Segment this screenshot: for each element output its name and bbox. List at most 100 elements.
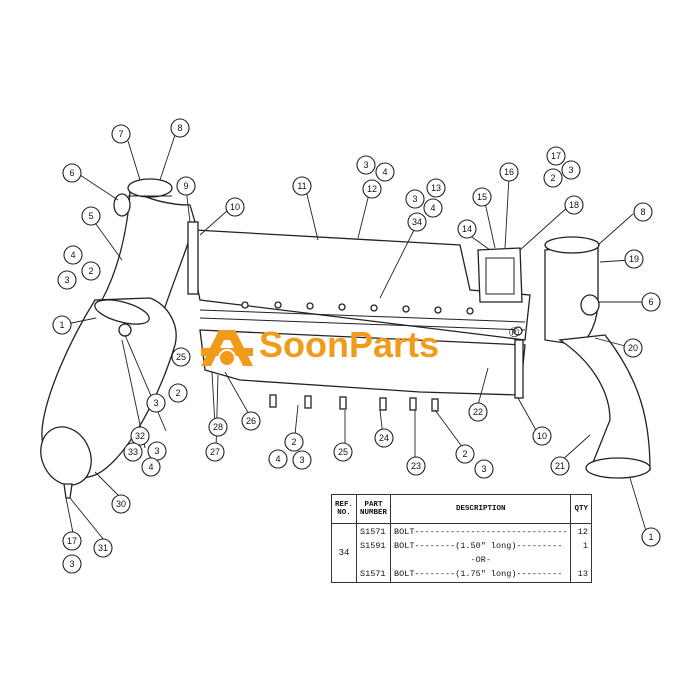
callout-19: 19 [624,249,644,269]
air-cleaner-top-clamp [94,299,150,325]
callout-2: 2 [284,432,304,452]
callout-4: 4 [375,162,395,182]
callout-label: 21 [555,461,565,471]
callout-label: 4 [430,203,435,213]
parts-table-header: REF. NO. PART NUMBER DESCRIPTION QTY [330,494,592,524]
callout-2: 2 [81,261,101,281]
callout-3: 3 [62,554,82,574]
callout-2: 2 [168,383,188,403]
right-mount-bracket [514,339,524,399]
callout-28: 28 [208,417,228,437]
callout-label: 33 [128,447,138,457]
callout-label: 6 [648,297,653,307]
callout-10: 10 [225,197,245,217]
callout-label: 3 [64,275,69,285]
callout-label: 6 [69,168,74,178]
callout-20: 20 [623,338,643,358]
description: BOLT--------(1.50" long)--------- [394,541,563,551]
callout-12: 12 [362,179,382,199]
callout-3: 3 [146,393,166,413]
callout-label: 10 [230,202,240,212]
callout-label: 22 [473,407,483,417]
callout-8: 8 [633,202,653,222]
callout-1: 1 [52,315,72,335]
callout-2: 2 [455,444,475,464]
logo-text: SoonParts [259,324,440,365]
left-mount-bracket [187,221,199,295]
callout-label: 31 [98,543,108,553]
callout-label: 8 [177,123,182,133]
callout-label: 13 [431,183,441,193]
qty [574,553,588,567]
right-outlet-assembly [477,236,651,479]
part-number-cell: S1571 S1591 S1571 [356,523,392,583]
callout-3: 3 [147,441,167,461]
bottom-bolts [269,394,439,412]
description: -OR- [470,555,491,565]
callout-label: 18 [569,200,579,210]
registered-mark: ® [509,324,520,340]
callout-label: 25 [176,352,186,362]
callout-label: 4 [275,454,280,464]
callout-25: 25 [333,442,353,462]
callout-15: 15 [472,187,492,207]
callout-label: 20 [628,343,638,353]
callout-label: 1 [648,532,653,542]
callout-9: 9 [176,176,196,196]
table-row: 34 S1571 S1591 S1571 BOLT---------------… [330,523,592,583]
description: BOLT--------(1.75" long)--------- [394,569,563,579]
part-number: S1571 [360,527,386,537]
cooler-housing [187,221,531,412]
callout-3: 3 [57,270,77,290]
callout-10: 10 [532,426,552,446]
callout-17: 17 [546,146,566,166]
callout-label: 9 [183,181,188,191]
callout-1: 1 [641,527,661,547]
left-intake-assembly [40,178,196,499]
callout-18: 18 [564,195,584,215]
callout-label: 3 [153,398,158,408]
callout-34: 34 [407,212,427,232]
callout-label: 27 [210,447,220,457]
callout-label: 23 [411,461,421,471]
callout-label: 30 [116,499,126,509]
callout-label: 3 [154,446,159,456]
callout-3: 3 [356,155,376,175]
callout-label: 3 [363,160,368,170]
qty: 12 [577,527,588,537]
part-number [360,553,387,567]
callout-21: 21 [550,456,570,476]
callout-label: 34 [412,217,422,227]
callout-label: 4 [382,167,387,177]
callout-label: 8 [640,207,645,217]
callout-16: 16 [499,162,519,182]
part-number: S1571 [360,569,386,579]
callout-label: 2 [88,266,93,276]
callout-7: 7 [111,124,131,144]
callout-label: 24 [379,433,389,443]
left-elbow-cap [113,193,131,217]
qty: 13 [577,569,588,579]
ref-number: 34 [330,523,358,583]
callout-bubbles: 7869101134123413341723161514188196205423… [52,118,661,574]
left-elbow-clamp [127,178,173,198]
header-qty: QTY [570,494,592,524]
callout-4: 4 [63,245,83,265]
callout-label: 3 [568,165,573,175]
callout-label: 2 [550,173,555,183]
air-cleaner-bottom-cap [40,426,92,486]
callout-label: 11 [297,181,306,191]
callout-label: 16 [504,167,514,177]
header-description: DESCRIPTION [390,494,572,524]
callout-label: 19 [629,254,639,264]
right-riser-clamp [544,236,600,254]
part-number: S1591 [360,541,386,551]
callout-label: 15 [477,192,487,202]
callout-6: 6 [641,292,661,312]
callout-33: 33 [123,442,143,462]
callout-label: 17 [551,151,561,161]
callout-13: 13 [426,178,446,198]
callout-3: 3 [405,189,425,209]
callout-24: 24 [374,428,394,448]
